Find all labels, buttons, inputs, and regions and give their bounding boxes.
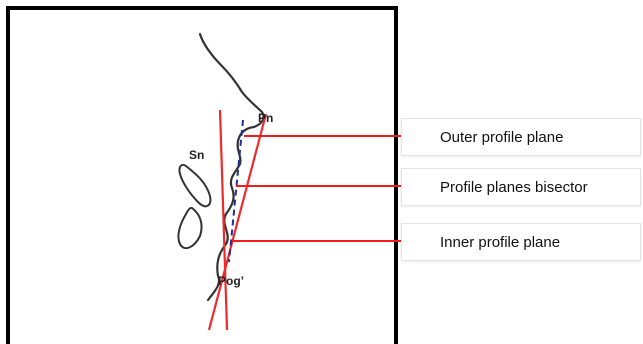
callout-label: Outer profile plane — [438, 129, 563, 146]
landmark-label-sn: Sn — [189, 148, 204, 162]
callout-outer-profile-plane: Outer profile plane — [401, 118, 641, 156]
callout-inner-profile-plane: Inner profile plane — [401, 223, 641, 261]
callout-label: Inner profile plane — [438, 234, 560, 251]
photo-frame — [8, 8, 396, 344]
landmark-label-pog: Pog’ — [218, 274, 244, 288]
callout-label: Profile planes bisector — [438, 179, 588, 196]
callout-profile-planes-bisector: Profile planes bisector — [401, 168, 641, 206]
landmark-label-pn: Pn — [258, 111, 273, 125]
